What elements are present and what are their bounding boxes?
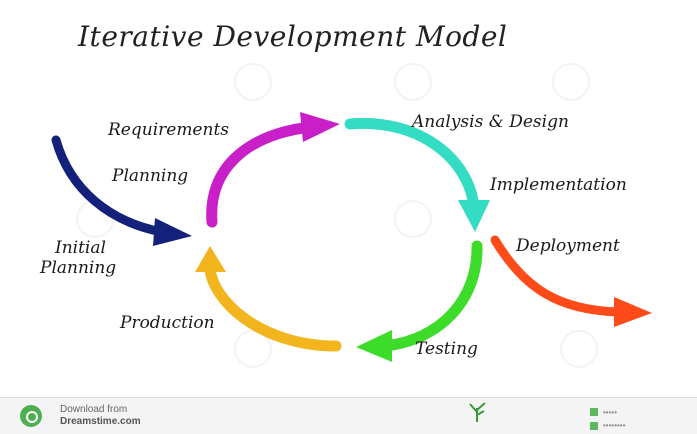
label-initial: Initial [55, 238, 106, 258]
footer-site-text: Dreamstime.com [60, 416, 141, 427]
watermark-icon [552, 63, 590, 101]
watermark-icon [234, 330, 272, 368]
green-arc [379, 240, 483, 352]
navy-arrow [51, 135, 167, 237]
label-initial-planning: Planning [40, 258, 117, 278]
magenta-arc [206, 121, 316, 228]
label-production: Production [120, 313, 215, 333]
watermark-icon [560, 330, 598, 368]
label-deployment: Deployment [516, 236, 620, 256]
label-analysis-design: Analysis & Design [412, 112, 569, 132]
label-planning: Planning [112, 166, 189, 186]
label-requirements: Requirements [108, 120, 230, 140]
label-testing: Testing [415, 339, 478, 359]
footer-bar: Download from Dreamstime.com ••••• •••••… [0, 397, 697, 434]
watermark-icon [234, 63, 272, 101]
orange-arrow [490, 235, 623, 317]
yellow-arc [204, 262, 342, 352]
diagram-title: Iterative Development Model [78, 20, 508, 53]
footer-mini-mark: •••••••• [603, 421, 626, 430]
orange-arrowhead [614, 297, 652, 327]
plant-icon [469, 402, 486, 422]
footer-badge-icon [590, 408, 598, 416]
green-arrowhead [356, 330, 392, 362]
yellow-arrowhead [195, 246, 226, 272]
dreamstime-logo-icon [20, 405, 42, 427]
navy-arrowhead [153, 218, 192, 246]
cyan-arrowhead [458, 200, 490, 232]
watermark-icon [394, 200, 432, 238]
label-implementation: Implementation [490, 175, 627, 195]
cyan-arc [344, 117, 480, 214]
footer-mini-mark: ••••• [603, 408, 618, 417]
watermark-icon [394, 63, 432, 101]
footer-badge-icon [590, 422, 598, 430]
footer-download-text: Download from [60, 404, 128, 415]
magenta-arrowhead [300, 112, 340, 142]
